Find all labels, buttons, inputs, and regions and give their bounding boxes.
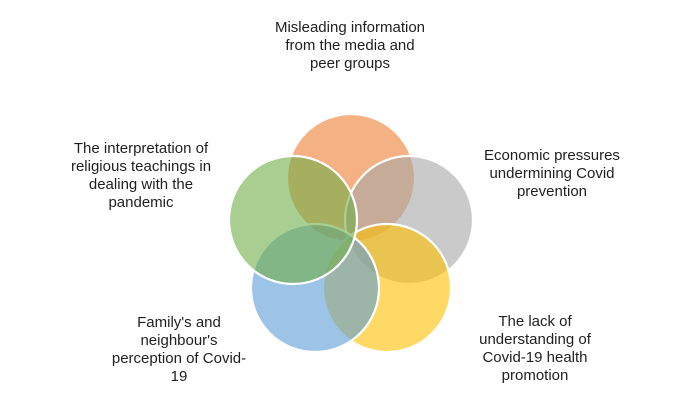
circle-religious-teachings (227, 154, 359, 286)
